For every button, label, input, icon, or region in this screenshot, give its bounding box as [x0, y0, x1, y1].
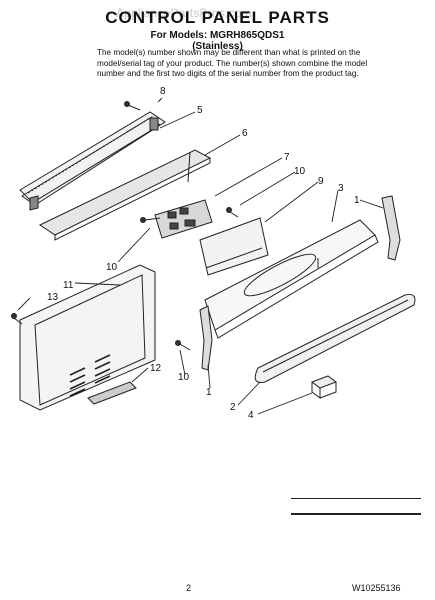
- part-side-bracket-1: [381, 195, 401, 261]
- callout-10c: 10: [178, 372, 190, 383]
- part-strip-12: [87, 381, 137, 405]
- part-top-bracket-5: [19, 111, 166, 211]
- model-number: For Models: MGRH865QDS1: [150, 30, 285, 41]
- watermark: AppliancePartsPros.com: [116, 6, 252, 20]
- part-rear-cover-11: [11, 264, 156, 411]
- document-number: W10255136: [352, 583, 401, 593]
- callout-2: 2: [230, 402, 236, 413]
- page-number: 2: [186, 583, 192, 593]
- callout-7: 7: [284, 152, 290, 163]
- divider-thick: [291, 513, 421, 515]
- divider-thin: [291, 498, 421, 499]
- callout-13: 13: [47, 292, 59, 303]
- callout-10b: 10: [106, 262, 118, 273]
- part-trim-strip-6: [38, 149, 212, 241]
- callout-8: 8: [160, 86, 166, 97]
- page-title: CONTROL PANEL PARTS: [105, 8, 330, 27]
- callout-6: 6: [242, 128, 248, 139]
- part-control-board-7: [140, 199, 213, 239]
- model-note: The model(s) number shown may be differe…: [97, 48, 368, 78]
- callout-3: 3: [338, 183, 344, 194]
- callout-10: 10: [294, 166, 306, 177]
- part-front-panel-3: [204, 219, 379, 339]
- part-display-bracket-9: [199, 207, 269, 276]
- part-block-4: [310, 375, 338, 399]
- callout-1b: 1: [206, 387, 212, 398]
- callout-11: 11: [63, 280, 74, 291]
- callout-12: 12: [150, 363, 162, 374]
- callout-1: 1: [354, 195, 360, 206]
- finish-variant: (Stainless): [192, 41, 243, 52]
- part-side-bracket-1-left: [175, 305, 213, 371]
- callout-9: 9: [318, 176, 324, 187]
- part-handle-2: [254, 294, 416, 383]
- callout-4: 4: [248, 410, 254, 421]
- part-screw-8: [124, 101, 141, 111]
- callout-5: 5: [197, 105, 203, 116]
